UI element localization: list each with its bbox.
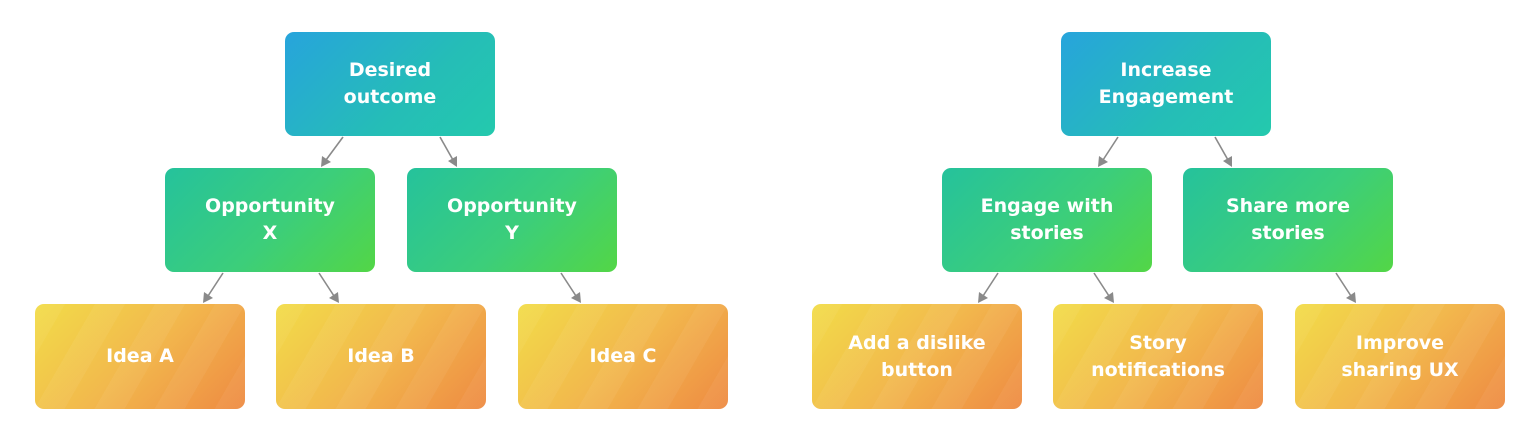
idea-node-label: Story notifications [1091,331,1225,381]
idea-node-label: Improve sharing UX [1341,331,1459,381]
opportunity-tree-generic: Desired outcome Opportunity X Opportunit… [35,32,728,409]
connector-root-to-opportunity-x [325,136,344,161]
arrow-head-icon [1104,292,1114,303]
idea-node-label: Idea A [106,345,174,367]
connector-opportunity-y-to-idea-c [560,272,577,297]
connector-opportunity-x-to-idea-a [207,272,224,297]
arrow-head-icon [329,292,339,303]
opportunity-node: Opportunity X [165,168,375,272]
arrow-head-icon [1098,156,1108,167]
opportunity-node: Share more stories [1183,168,1393,272]
idea-node: Idea A [35,304,245,409]
arrow-head-icon [571,292,581,303]
idea-node: Add a dislike button [812,304,1022,409]
arrow-head-icon [321,156,331,167]
connector-share-to-improve-sharing [1335,272,1352,297]
idea-node: Idea C [518,304,728,409]
opportunity-node-label: Opportunity X [205,195,335,244]
opportunity-node-label: Share more stories [1225,195,1350,244]
root-node-label: Desired outcome [343,59,437,108]
arrow-head-icon [203,292,213,303]
connector-engage-to-dislike-button [982,272,999,297]
idea-node: Improve sharing UX [1295,304,1505,409]
root-node: Desired outcome [285,32,495,136]
idea-node: Idea B [276,304,486,409]
connector-engage-to-story-notifications [1093,272,1110,297]
arrow-head-icon [1346,292,1356,303]
opportunity-node: Engage with stories [942,168,1152,272]
opportunity-node: Opportunity Y [407,168,617,272]
idea-node-label: Add a dislike button [848,331,986,381]
arrow-head-icon [1223,156,1232,167]
idea-node: Story notifications [1053,304,1263,409]
connector-opportunity-x-to-idea-b [318,272,335,297]
arrow-head-icon [978,292,988,303]
root-node: Increase Engagement [1061,32,1271,136]
idea-node-label: Idea B [347,345,415,367]
connector-root-to-share-more-stories [1214,136,1229,161]
opportunity-node-label: Opportunity Y [447,195,577,244]
arrow-head-icon [448,156,457,167]
root-node-label: Increase Engagement [1098,59,1234,108]
opportunity-tree-example: Increase Engagement Engage with stories … [776,0,1536,445]
opportunity-node-label: Engage with stories [980,195,1114,244]
connector-root-to-opportunity-y [439,136,454,161]
idea-node-label: Idea C [589,345,657,367]
connector-root-to-engage-with-stories [1102,136,1119,161]
